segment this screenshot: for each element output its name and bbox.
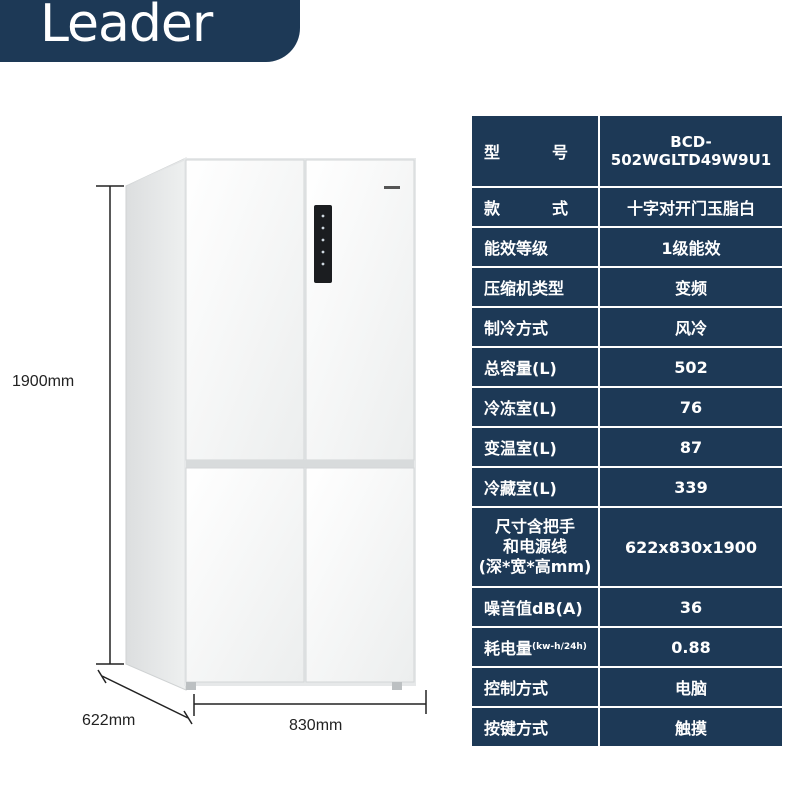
spec-value: 变频: [674, 279, 707, 298]
spec-label: 冷冻室(L): [472, 388, 600, 426]
spec-label: 变温室(L): [472, 428, 600, 466]
spec-label: 型 号: [472, 116, 600, 186]
spec-label: 按键方式: [472, 708, 600, 746]
spec-table: 型 号 BCD- 502WGLTD49W9U1 款 式 十字对开门玉脂白 能效等…: [472, 116, 782, 746]
spec-value: 1级能效: [661, 239, 721, 258]
spec-value: 36: [679, 597, 703, 617]
refrigerator-illustration: [96, 157, 427, 725]
spec-label: 耗电量(kw-h/24h): [472, 628, 600, 666]
spec-label: 制冷方式: [472, 308, 600, 346]
spec-value: 0.88: [671, 637, 711, 657]
spec-label: 控制方式: [472, 668, 600, 706]
width-dimension-line: [193, 690, 427, 716]
logo-banner: Leader: [0, 0, 300, 62]
spec-row-freezer: 冷冻室(L) 76: [472, 388, 782, 428]
spec-row-variable-temp: 变温室(L) 87: [472, 428, 782, 468]
depth-dimension-line: [97, 669, 193, 725]
spec-label: 能效等级: [472, 228, 600, 266]
lower-right-door: [305, 467, 415, 683]
spec-value: 触摸: [674, 719, 707, 738]
spec-value: 87: [679, 437, 703, 457]
spec-label: 总容量(L): [472, 348, 600, 386]
spec-row-power: 耗电量(kw-h/24h) 0.88: [472, 628, 782, 668]
spec-value: 339: [674, 477, 708, 497]
spec-row-model: 型 号 BCD- 502WGLTD49W9U1: [472, 116, 782, 188]
width-label: 830mm: [289, 717, 343, 734]
lower-left-door: [185, 467, 305, 683]
spec-row-compressor: 压缩机类型 变频: [472, 268, 782, 308]
spec-value: 622x830x1900: [625, 537, 757, 557]
spec-row-cooling: 制冷方式 风冷: [472, 308, 782, 348]
spec-label: 噪音值dB(A): [472, 588, 600, 626]
depth-label: 622mm: [82, 712, 136, 729]
spec-row-energy-grade: 能效等级 1级能效: [472, 228, 782, 268]
spec-value: BCD- 502WGLTD49W9U1: [610, 133, 772, 169]
spec-value: 十字对开门玉脂白: [626, 199, 755, 218]
height-dimension-line: [96, 185, 124, 665]
upper-left-door: [185, 159, 305, 461]
fridge-side-panel: [125, 157, 187, 691]
spec-label: 尺寸含把手 和电源线 (深*宽*高mm): [472, 508, 600, 586]
spec-row-control: 控制方式 电脑: [472, 668, 782, 708]
spec-label: 冷藏室(L): [472, 468, 600, 506]
spec-row-noise: 噪音值dB(A) 36: [472, 588, 782, 628]
spec-value: 76: [679, 397, 703, 417]
spec-label: 压缩机类型: [472, 268, 600, 306]
brand-logo: Leader: [40, 0, 213, 54]
control-panel: [314, 205, 332, 283]
brand-badge: [384, 186, 400, 189]
spec-row-size: 尺寸含把手 和电源线 (深*宽*高mm) 622x830x1900: [472, 508, 782, 588]
spec-row-style: 款 式 十字对开门玉脂白: [472, 188, 782, 228]
spec-row-refrigerator: 冷藏室(L) 339: [472, 468, 782, 508]
spec-label: 款 式: [472, 188, 600, 226]
spec-row-total-capacity: 总容量(L) 502: [472, 348, 782, 388]
spec-value: 电脑: [674, 679, 707, 698]
spec-value: 502: [674, 357, 708, 377]
height-label: 1900mm: [12, 373, 75, 390]
spec-row-keys: 按键方式 触摸: [472, 708, 782, 746]
spec-value: 风冷: [674, 319, 707, 338]
